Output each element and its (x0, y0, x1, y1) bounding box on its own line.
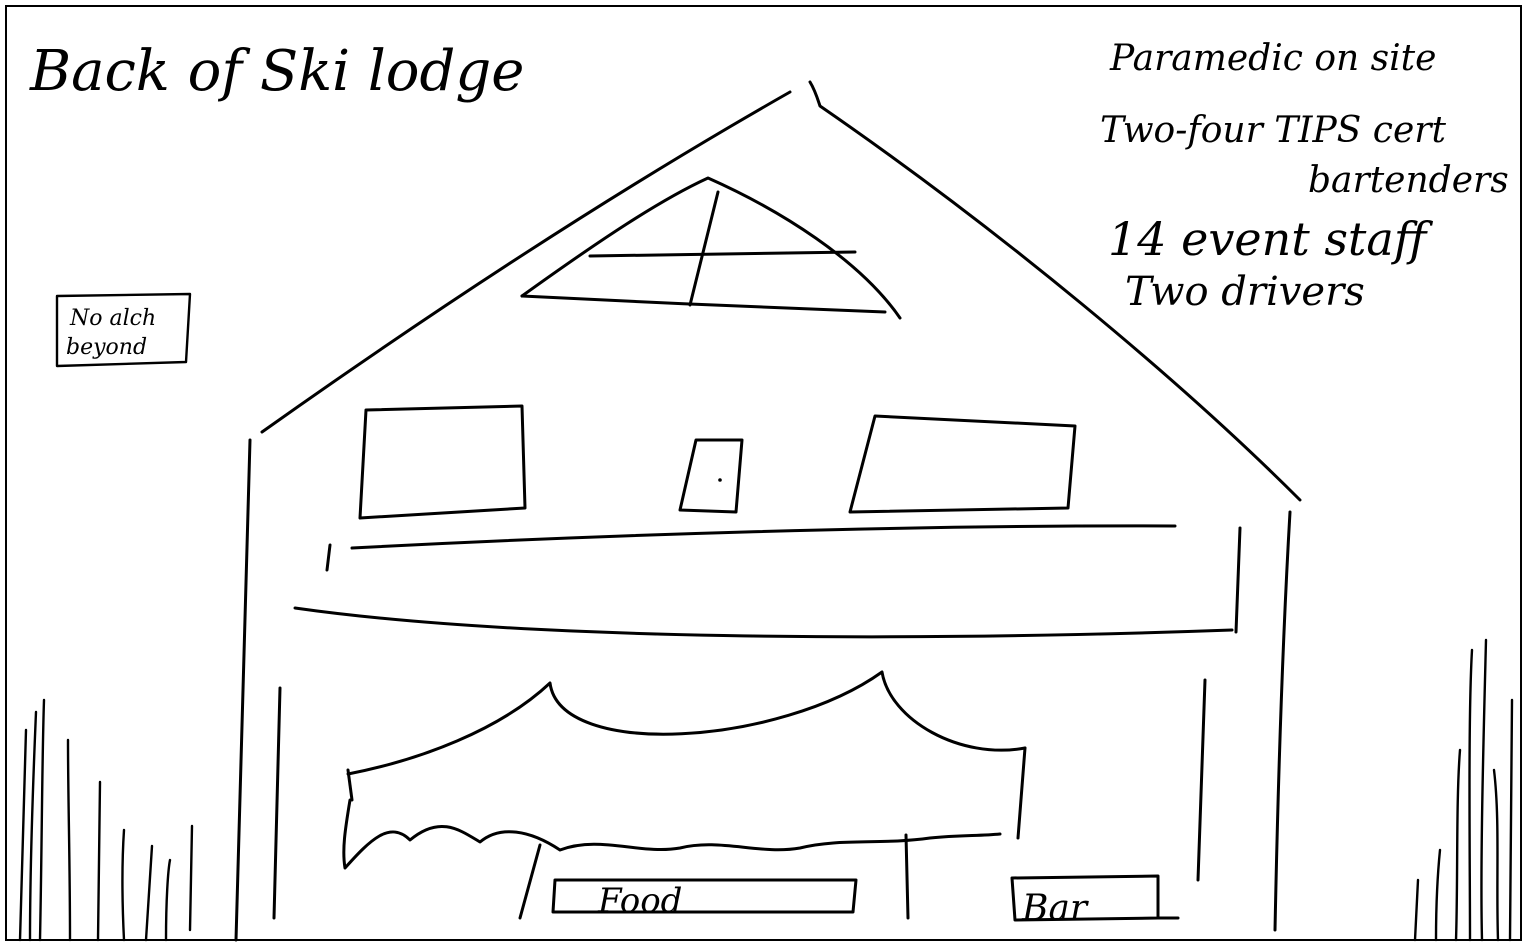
note-event-staff: 14 event staff (1108, 212, 1434, 266)
sketch-title: Back of Ski lodge (29, 39, 524, 104)
food-label: Food (597, 881, 682, 921)
window-right (850, 416, 1075, 512)
attic-window (522, 178, 900, 318)
window-center-dot (718, 478, 722, 482)
window-center (680, 440, 742, 512)
note-bartender-cert: Two-four TIPS cert (1100, 110, 1446, 151)
lower-wall-right (1198, 680, 1205, 880)
lower-wall-left (274, 688, 280, 918)
window-left (360, 406, 525, 518)
note-drivers: Two drivers (1125, 269, 1365, 315)
bar-label: Bar (1021, 888, 1089, 929)
food-station: Food (553, 880, 856, 921)
note-bartenders: bartenders (1308, 160, 1509, 201)
grass-right (1415, 640, 1512, 940)
balcony-deck (295, 526, 1240, 637)
lodge-roof (236, 82, 1300, 940)
no-alcohol-sign: No alch beyond (57, 294, 190, 366)
sign-line-1: No alch (69, 306, 156, 331)
sign-line-2: beyond (66, 335, 147, 360)
grass-left (20, 700, 192, 940)
bar-station: Bar (1012, 876, 1178, 929)
note-paramedic: Paramedic on site (1109, 38, 1436, 79)
